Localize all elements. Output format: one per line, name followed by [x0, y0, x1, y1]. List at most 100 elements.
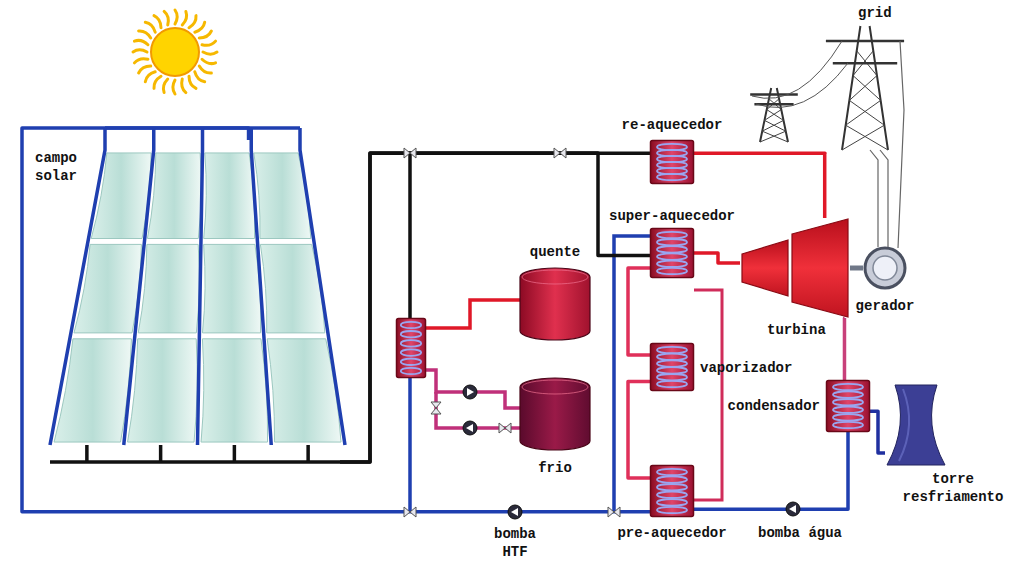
sun-ray: [195, 72, 205, 82]
exchanger-coil: [657, 253, 687, 259]
hp-turbine: [742, 240, 788, 296]
exchanger-coil: [657, 484, 687, 490]
exchanger-body: [651, 141, 694, 184]
collector-return: [233, 445, 237, 462]
exchanger-coil: [657, 360, 687, 366]
exchanger-coil: [401, 359, 421, 365]
pump-arrow: [789, 505, 796, 513]
pump: [786, 502, 800, 516]
valve: [404, 507, 416, 517]
turbine-shape: [740, 218, 850, 318]
pipe: [850, 266, 863, 271]
label-holder: quente: [530, 242, 580, 260]
exchanger-coil: [833, 414, 863, 420]
pylon-arm: [750, 94, 798, 104]
exchanger-coil: [657, 354, 687, 360]
superheater-shape: [650, 228, 694, 278]
exchanger-coil: [657, 499, 687, 505]
reheater-shape: [650, 140, 694, 184]
pylon-brace: [846, 100, 885, 125]
component-label: turbina: [767, 322, 826, 338]
sun-ray: [133, 50, 147, 52]
power-line: [870, 41, 904, 248]
exchanger-coil: [657, 367, 687, 373]
transmission-tower: [826, 26, 904, 150]
cooling-tower-shape: [885, 385, 947, 465]
cooling-tower: torre resfriamento: [885, 385, 947, 465]
component-label: vaporizador: [700, 360, 792, 376]
reheater: re-aquecedor: [650, 140, 694, 184]
component-label: torre resfriamento: [903, 471, 1004, 505]
exchanger-coil: [657, 347, 687, 353]
exchanger-coil: [657, 174, 687, 180]
valve-body: [404, 507, 416, 517]
pipe: [843, 318, 847, 380]
tower-shade: [899, 389, 909, 461]
generator: gerador: [863, 246, 907, 290]
exchanger-body: [651, 229, 694, 278]
label-holder: super-aquecedor: [609, 206, 735, 224]
exchanger-coil: [833, 399, 863, 405]
htf-pipe: [408, 378, 412, 512]
pump-body: [786, 502, 800, 516]
cooling-tower: [887, 385, 945, 465]
pump: [508, 505, 522, 519]
exchanger-coil: [657, 261, 687, 267]
collector-supply: [300, 128, 345, 445]
exchanger-coil: [657, 507, 687, 513]
sun-ray: [195, 22, 205, 32]
evaporator-shape: [650, 343, 694, 391]
label-holder: re-aquecedor: [622, 115, 723, 133]
sun-ray: [164, 11, 168, 25]
tank-body: [520, 268, 590, 340]
generator-rotor: [873, 256, 897, 280]
sun-ray: [202, 41, 216, 45]
pump-body: [463, 421, 477, 435]
valve-body: [608, 507, 620, 517]
pylon-arm: [826, 41, 904, 63]
pylon-brace: [764, 110, 783, 121]
valve: [554, 148, 566, 158]
collector-supply: [124, 128, 154, 445]
pylon-brace: [762, 120, 786, 131]
exchanger-body: [827, 381, 870, 432]
exchanger-coil: [401, 331, 421, 337]
grid-label: grid: [858, 5, 892, 21]
salt-pipe-hot: [426, 300, 520, 328]
label-holder: condensador: [728, 396, 820, 414]
label-holder: grid: [858, 3, 892, 21]
sun-ray: [199, 31, 211, 38]
preheater-shape: [650, 465, 694, 517]
hot-tank-shape: [520, 268, 590, 340]
label-holder: vaporizador: [700, 358, 792, 376]
salt-pipe-cold: [436, 392, 520, 428]
pipe: [694, 253, 740, 263]
condenser: condensador: [826, 380, 870, 432]
exchanger-coil: [401, 322, 421, 328]
component-label: gerador: [856, 298, 915, 314]
collector-panel: [202, 244, 260, 333]
exchanger-coil: [401, 368, 421, 374]
exchanger-coil: [657, 232, 687, 238]
sun-disc: [151, 28, 199, 76]
pipe: [628, 381, 650, 478]
pump-body: [508, 505, 522, 519]
sun-ray: [182, 11, 186, 25]
component-label: pre-aquecedor: [617, 525, 726, 541]
exchanger-coil: [657, 374, 687, 380]
power-line: [752, 41, 848, 108]
superheater: super-aquecedor: [650, 228, 694, 278]
sun-ray: [139, 66, 151, 73]
label-holder: turbina: [767, 320, 826, 338]
storage-exchanger: [397, 319, 426, 378]
collector-panel: [138, 244, 199, 333]
condenser-shape: [826, 380, 870, 432]
collector-panel: [91, 153, 151, 239]
sun-ray: [175, 10, 177, 24]
collector-supply: [251, 128, 271, 445]
htf-pipe: [614, 236, 650, 512]
pump-body: [463, 385, 477, 399]
exchanger-coil: [401, 349, 421, 355]
exchanger-coil: [833, 384, 863, 390]
